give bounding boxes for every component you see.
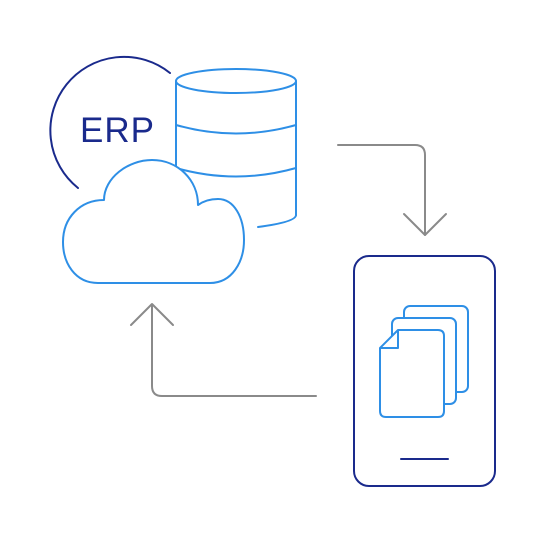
database-top <box>175 68 297 94</box>
arrow-right-down-shaft <box>337 144 426 236</box>
cloud-icon <box>62 159 245 284</box>
arrow-right-down-icon <box>337 144 447 236</box>
document-front-fold <box>380 330 399 349</box>
erp-ring-icon <box>49 55 171 189</box>
document-stack-icon <box>379 305 469 418</box>
arrow-left-up-head <box>130 303 174 326</box>
arrow-right-down-head <box>403 213 447 236</box>
document-front <box>379 329 445 418</box>
database-icon <box>175 68 297 228</box>
database-bottom <box>257 214 297 228</box>
arrow-left-up-icon <box>130 303 317 397</box>
erp-label: ERP <box>80 111 155 150</box>
database-band-1 <box>175 124 297 135</box>
arrow-left-up-shaft <box>151 304 317 397</box>
database-band-2 <box>175 167 297 178</box>
